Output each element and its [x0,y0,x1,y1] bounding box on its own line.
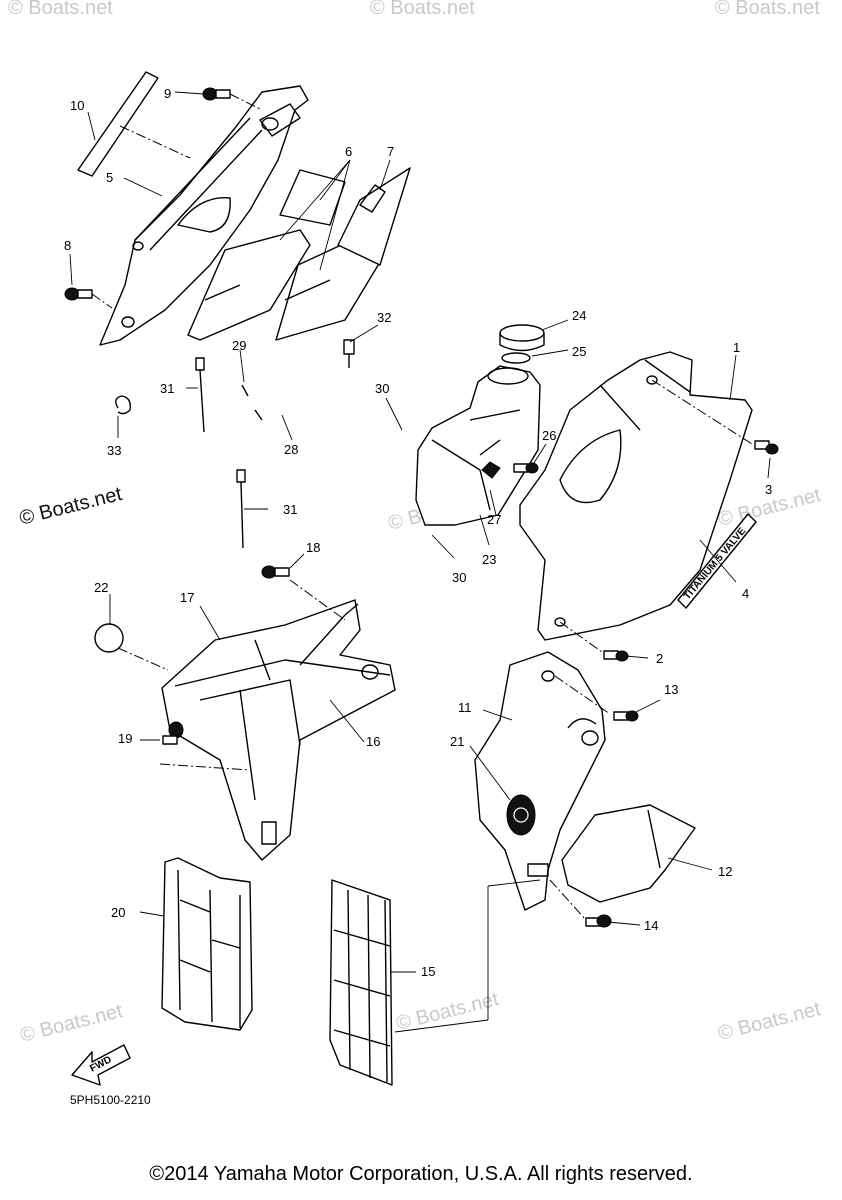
label-22: 22 [94,580,108,595]
label-8: 8 [64,238,71,253]
part-25-gasket [501,352,531,364]
svg-text:© Boats.net: © Boats.net [394,988,501,1035]
label-18: 18 [306,540,320,555]
label-15: 15 [421,964,435,979]
label-12: 12 [718,864,732,879]
label-20: 20 [111,905,125,920]
part-22-grommet [94,623,124,653]
part-3-bolt [754,440,779,455]
label-3: 3 [765,482,772,497]
part-number-labels: 1 2 3 4 5 6 7 8 9 10 11 12 13 14 15 16 1… [64,86,772,979]
label-32: 32 [377,310,391,325]
svg-text:© Boats.net: © Boats.net [370,0,475,19]
diagram-code: 5PH5100-2210 [70,1093,151,1107]
part-15-radiator-louver [329,879,393,1086]
fwd-arrow-icon: FWD [71,1044,131,1086]
part-33-clip [115,395,132,415]
label-10: 10 [70,98,84,113]
label-29: 29 [232,338,246,353]
part-9-bolt [202,87,263,111]
svg-text:© Boats.net: © Boats.net [8,0,113,19]
label-4: 4 [742,586,749,601]
part-17-radiator-cover [161,599,396,861]
label-17: 17 [180,590,194,605]
label-27: 27 [487,512,501,527]
label-31-lower: 31 [283,502,297,517]
part-21-emblem [506,794,536,836]
part-14-bolt [585,914,612,928]
label-21: 21 [450,734,464,749]
label-23: 23 [482,552,496,567]
copyright-text: ©2014 Yamaha Motor Corporation, U.S.A. A… [149,1163,693,1185]
svg-text:© Boats.net: © Boats.net [715,0,820,19]
label-28: 28 [284,442,298,457]
part-26-bolt [513,462,539,474]
part-28-29-hoses [158,364,411,544]
label-1: 1 [733,340,740,355]
label-6: 6 [345,144,352,159]
part-18-bolt [261,565,290,579]
label-19: 19 [118,731,132,746]
part-7-graphic-panel [337,167,411,266]
label-11: 11 [458,700,472,715]
part-13-bolt [613,710,639,722]
label-26: 26 [542,428,556,443]
part-31-cable-ties [195,357,246,549]
svg-text:© Boats.net: © Boats.net [716,998,823,1045]
part-11-shroud [474,651,606,911]
part-12-shroud-panel [561,804,696,903]
label-14: 14 [644,918,658,933]
label-24: 24 [572,308,586,323]
part-6-graphics [187,169,381,341]
part-16-bracket [299,603,379,680]
label-30-upper: 30 [375,381,389,396]
label-30-lower: 30 [452,570,466,585]
part-32-clip [343,339,355,368]
label-7: 7 [387,144,394,159]
label-16: 16 [366,734,380,749]
label-31-upper: 31 [160,381,174,396]
part-1-side-cover-right [519,351,753,641]
label-2: 2 [656,651,663,666]
part-2-bolt [603,650,629,662]
part-10-decal-strip [77,71,159,177]
part-20-radiator-guard [161,857,253,1031]
label-13: 13 [664,682,678,697]
label-9: 9 [164,86,171,101]
part-5-side-cover [99,85,309,346]
part-8-bolt [64,287,113,309]
svg-text:© Boats.net: © Boats.net [18,1000,125,1047]
part-23-tank [415,365,541,526]
label-5: 5 [106,170,113,185]
label-25: 25 [572,344,586,359]
part-19-bolt [162,721,184,745]
leader-lines [69,91,771,1033]
part-24-cap [499,324,545,352]
label-33: 33 [107,443,121,458]
